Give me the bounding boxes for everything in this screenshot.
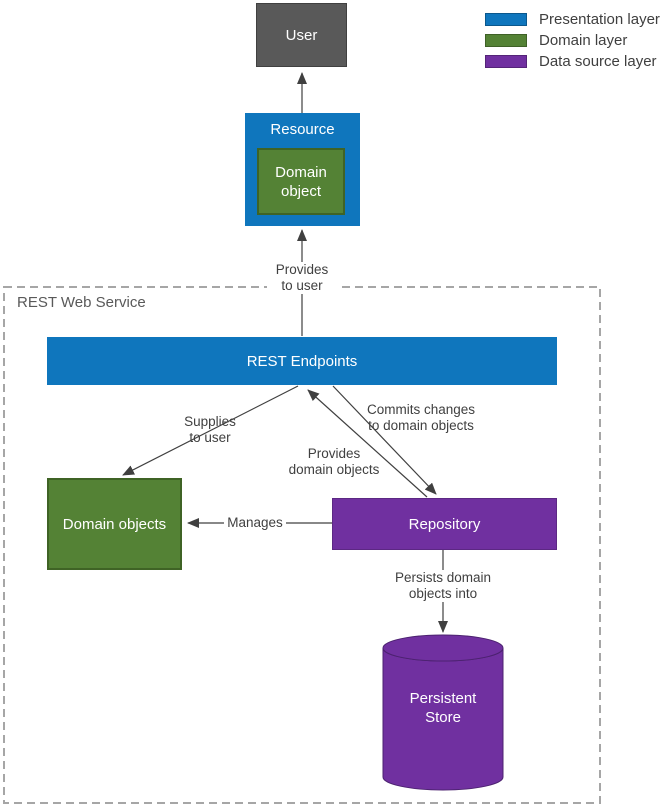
label-manages: Manages [224,515,286,531]
connector-endpoints-to-repository [332,385,437,495]
label-commits-changes: Commits changes to domain objects [366,402,476,433]
legend: Presentation layer Domain layer Data sou… [485,11,660,70]
label-provides-to-user: Provides to user [267,262,337,294]
domain-layer-swatch [485,34,527,47]
persistent-store-cylinder [382,634,504,791]
legend-label: Presentation layer [539,11,660,28]
node-repository: Repository [332,498,557,550]
node-persistent-store-label: Persistent Store [409,690,477,726]
node-domain-object: Domain object [257,148,345,215]
node-rest-endpoints-label: REST Endpoints [246,352,358,370]
data-source-layer-swatch [485,55,527,68]
node-repository-label: Repository [408,515,481,533]
legend-label: Domain layer [539,32,628,49]
rest-web-service-title: REST Web Service [17,294,146,311]
node-domain-objects: Domain objects [47,478,182,570]
label-provides-domain-objects: Provides domain objects [288,446,380,477]
node-resource-label: Resource [270,121,335,138]
legend-item-presentation: Presentation layer [485,11,660,28]
legend-label: Data source layer [539,53,657,70]
node-domain-objects-label: Domain objects [62,515,167,533]
node-user-label: User [285,26,318,44]
label-supplies-to-user: Supplies to user [184,414,236,445]
node-domain-object-label: Domain object [275,163,327,200]
connector-endpoints-to-domain-objects [122,385,299,476]
presentation-layer-swatch [485,13,527,26]
node-rest-endpoints: REST Endpoints [47,337,557,385]
node-user: User [256,3,347,67]
rest-web-service-boundary [3,286,601,804]
label-persists-domain-objects: Persists domain objects into [388,570,498,602]
connector-repository-to-endpoints [307,389,428,498]
node-persistent-store: Persistent Store [393,682,493,734]
legend-item-domain: Domain layer [485,32,660,49]
legend-item-data-source: Data source layer [485,53,660,70]
